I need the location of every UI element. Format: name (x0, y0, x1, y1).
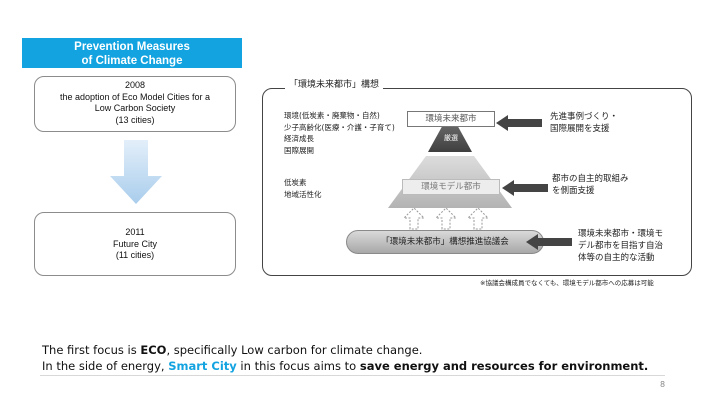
box-2011-year: 2011 (125, 227, 145, 237)
prevention-measures-header: Prevention Measures of Climate Change (22, 38, 242, 68)
theme-item: 経済成長 (284, 134, 314, 143)
page-number: 8 (660, 380, 666, 389)
pyramid-top-tier (428, 112, 472, 152)
down-arrow-icon (110, 140, 162, 204)
header-line-2: of Climate Change (81, 55, 183, 67)
box-2008-count: (13 cities) (115, 114, 155, 125)
theme-item: 地域活性化 (284, 189, 322, 199)
footer-divider (40, 375, 665, 376)
promotion-council-box: 「環境未来都市」構想推進協議会 (346, 230, 544, 254)
left-arrow-icon (502, 180, 548, 196)
up-arrows-icon (402, 207, 490, 230)
activity-text-line: 体等の自主的な活動 (578, 253, 655, 263)
box-2011-name: Future City (112, 238, 157, 249)
activity-text-line: デル都市を目指す自治 (578, 241, 664, 251)
support-text-line: 都市の自主的取組み (552, 174, 629, 184)
selection-label: 厳選 (444, 134, 458, 142)
policy-themes-list: 環境(低炭素・廃棄物・自然) 少子高齢化(医療・介護・子育て) 経済成長 国際展… (284, 110, 395, 156)
smart-city-emphasis: Smart City (168, 359, 237, 373)
model-city-support-text: 都市の自主的取組み を側面支援 (552, 173, 629, 197)
support-text-line: 国際展開を支援 (550, 124, 610, 134)
eco-model-city-tier-label: 環境モデル都市 (402, 179, 500, 195)
box-2008-line-2: Low Carbon Society (94, 103, 176, 113)
future-city-tier-label: 環境未来都市 (407, 111, 495, 127)
theme-item: 少子高齢化(医療・介護・子育て) (284, 122, 395, 132)
theme-item: 国際展開 (284, 145, 314, 155)
eco-model-cities-box: 2008 the adoption of Eco Model Cities fo… (34, 76, 236, 132)
summary-line-1: The first focus is ECO, specifically Low… (42, 342, 692, 358)
future-city-box: 2011 Future City (11 cities) (34, 212, 236, 276)
theme-item: 環境(低炭素・廃棄物・自然) (284, 111, 380, 120)
text-run: , specifically Low carbon for climate ch… (166, 343, 423, 357)
diagram-footnote: ※協議会構成員でなくても、環境モデル都市への応募は可能 (480, 279, 654, 287)
summary-line-2: In the side of energy, Smart City in thi… (42, 358, 692, 374)
theme-item: 低炭素 (284, 178, 307, 187)
support-text-line: 先進事例づくり・ (550, 112, 619, 122)
goal-emphasis: save energy and resources for environmen… (359, 359, 649, 373)
text-run: In the side of energy, (42, 359, 169, 373)
activity-text-line: 環境未来都市・環境モ (578, 229, 664, 239)
box-2011-count: (11 cities) (115, 250, 155, 260)
summary-text: The first focus is ECO, specifically Low… (42, 342, 692, 374)
municipal-activity-text: 環境未来都市・環境モ デル都市を目指す自治 体等の自主的な活動 (578, 228, 663, 264)
future-city-support-text: 先進事例づくり・ 国際展開を支援 (550, 111, 618, 135)
left-arrow-icon (526, 234, 572, 250)
diagram-title: 「環境未来都市」構想 (285, 79, 384, 91)
text-run: The first focus is (42, 343, 141, 357)
header-line-1: Prevention Measures (74, 41, 190, 53)
left-arrow-icon (496, 115, 542, 131)
model-city-themes-list: 低炭素 地域活性化 (284, 177, 322, 200)
support-text-line: を側面支援 (552, 186, 595, 196)
text-run: in this focus aims to (236, 359, 360, 373)
box-2008-line-1: the adoption of Eco Model Cities for a (59, 91, 211, 102)
eco-emphasis: ECO (140, 343, 167, 357)
box-2008-year: 2008 (124, 80, 146, 90)
